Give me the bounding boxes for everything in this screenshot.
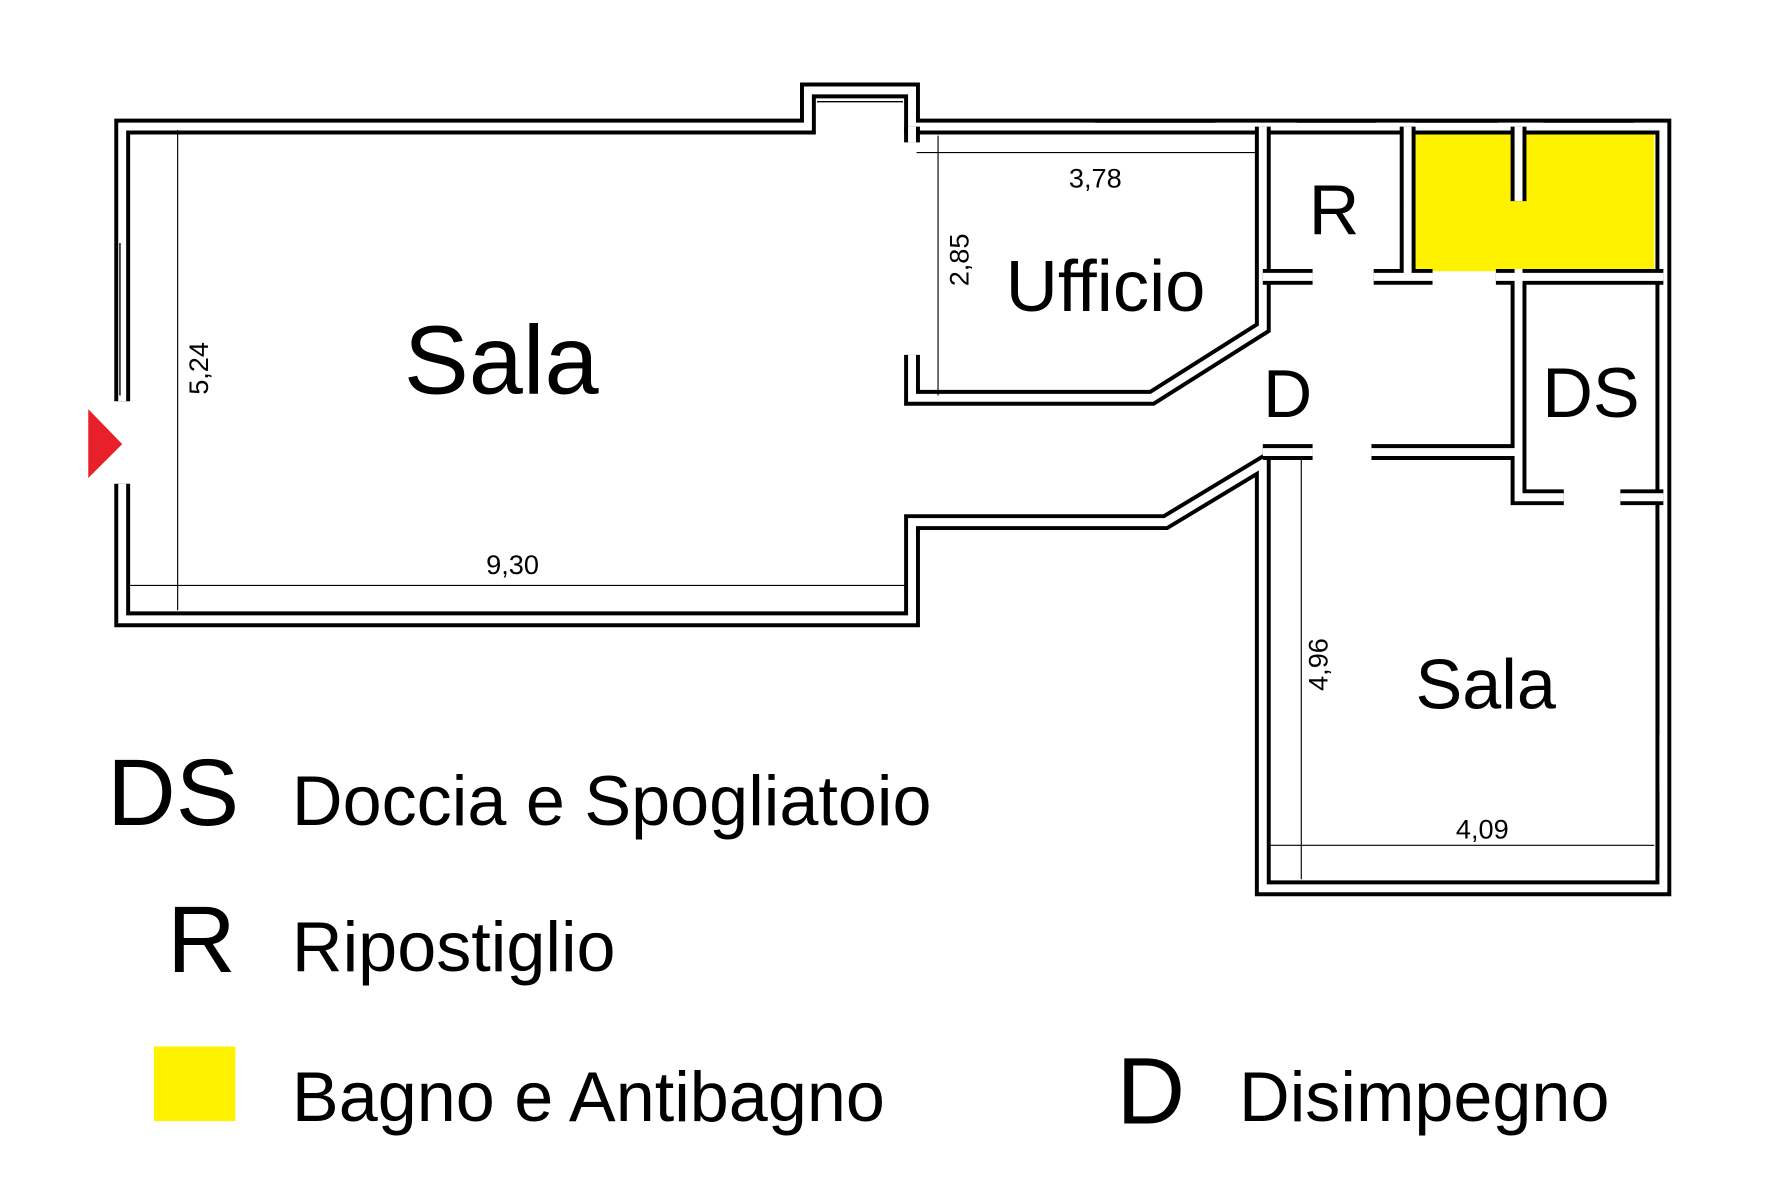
windows: [114, 96, 1660, 868]
room-label-disimpegno: D: [1263, 357, 1312, 432]
legend-label-bathroom: Bagno e Antibagno: [292, 1058, 885, 1136]
dim-sala-secondary-width: 4,09: [1456, 814, 1509, 845]
room-label-ripostiglio: R: [1309, 171, 1360, 249]
legend-swatch-bathroom: [153, 1046, 236, 1122]
dimension-lines: [130, 129, 1655, 880]
walls: [114, 82, 1672, 897]
dim-ufficio-depth: 2,85: [944, 234, 975, 287]
dim-sala-main-width: 9,30: [486, 549, 539, 580]
legend-label-d: Disimpegno: [1239, 1058, 1609, 1136]
dim-ufficio-width: 3,78: [1069, 163, 1122, 194]
entrance-arrow-icon: [88, 409, 123, 479]
legend: DS Doccia e Spogliatoio R Ripostiglio Ba…: [107, 740, 1609, 1144]
dim-sala-secondary-depth: 4,96: [1302, 638, 1333, 691]
room-label-doccia-spogliatoio: DS: [1542, 354, 1639, 432]
legend-symbol-r: R: [167, 887, 236, 993]
room-label-sala-main: Sala: [404, 305, 600, 414]
legend-label-r: Ripostiglio: [292, 908, 616, 986]
legend-symbol-ds: DS: [107, 740, 239, 846]
dim-sala-main-depth: 5,24: [183, 342, 214, 395]
legend-label-ds: Doccia e Spogliatoio: [292, 762, 932, 840]
room-label-ufficio: Ufficio: [1006, 246, 1206, 327]
bathroom-area: [1412, 133, 1655, 272]
room-label-sala-secondary: Sala: [1416, 646, 1556, 724]
legend-symbol-d: D: [1116, 1038, 1185, 1144]
